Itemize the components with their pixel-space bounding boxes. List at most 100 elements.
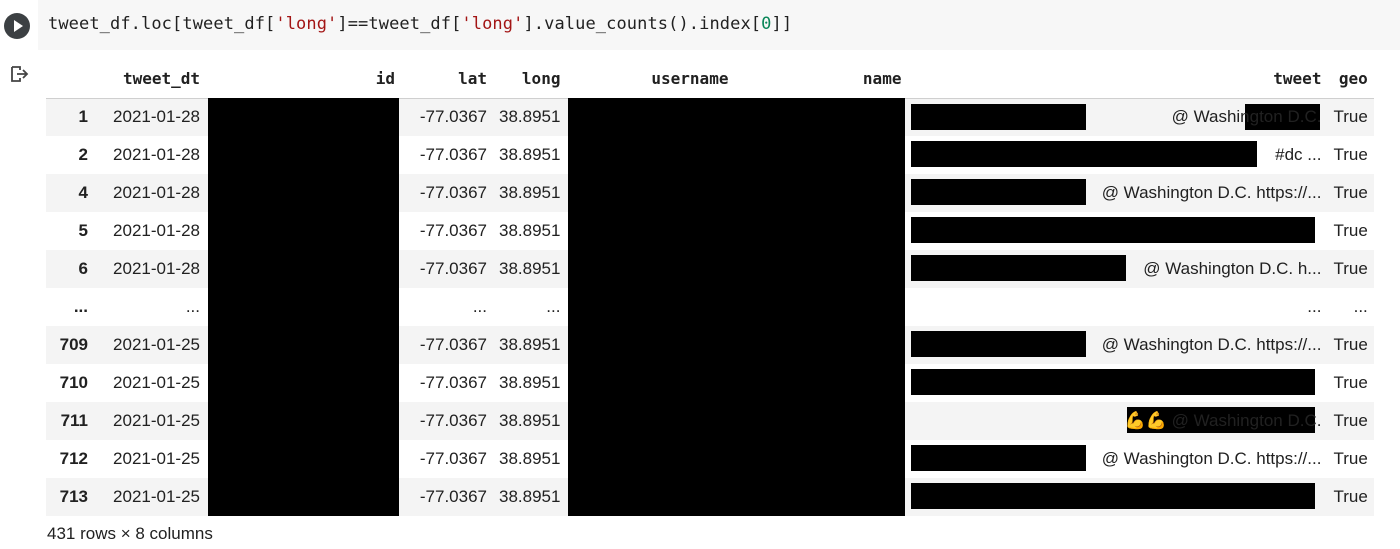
redaction-box [1127,407,1316,433]
tweet-text: #dc ... [1275,145,1322,164]
tweet-dt-cell: 2021-01-25 [94,402,206,440]
tweet-dt-cell: 2021-01-25 [94,364,206,402]
long-cell: 38.8951 [493,364,567,402]
row-index-cell: 711 [46,402,94,440]
redaction-box [911,331,1087,357]
long-cell: ... [493,288,567,326]
tweet-cell: @ Washington D.C. https://... [907,174,1328,212]
long-cell: 38.8951 [493,326,567,364]
tweet-cell: @ Washington D.C. https://... [907,440,1328,478]
row-index-cell: 5 [46,212,94,250]
column-header-geo: geo [1327,60,1374,99]
column-header-username: username [566,60,735,99]
redaction-box [911,255,1127,281]
play-icon [14,20,23,32]
geo-cell: True [1327,136,1374,174]
tweet-text: @ Washington D.C. https://... [1101,183,1322,202]
row-index-cell: 709 [46,326,94,364]
lat-cell: -77.0367 [401,98,493,136]
lat-cell: -77.0367 [401,364,493,402]
tweet-dt-cell: 2021-01-28 [94,250,206,288]
tweet-text: @ Washington D.C. [1171,107,1322,127]
run-cell-button[interactable] [4,13,30,39]
tweet-dt-cell: 2021-01-25 [94,440,206,478]
tweet-cell: @ Washington D.C. h... [907,250,1328,288]
long-cell: 38.8951 [493,402,567,440]
code-token: tweet_df.loc[tweet_df[ [48,14,276,34]
lat-cell: -77.0367 [401,212,493,250]
geo-cell: True [1327,364,1374,402]
redaction-box [911,141,1258,167]
code-token: ].value_counts().index[ [523,14,762,34]
lat-cell: -77.0367 [401,478,493,516]
lat-cell: -77.0367 [401,440,493,478]
code-cell[interactable]: tweet_df.loc[tweet_df['long']==tweet_df[… [0,0,1400,50]
row-index-cell: 4 [46,174,94,212]
tweet-dt-cell: 2021-01-28 [94,212,206,250]
tweet-cell [907,478,1328,516]
redaction-box [911,369,1316,395]
geo-cell: True [1327,174,1374,212]
code-number: 0 [761,14,772,34]
tweet-text: @ Washington D.C. h... [1143,259,1322,278]
username-name-column-redaction [568,98,905,516]
column-header-name: name [734,60,908,99]
column-header-tweet: tweet [907,60,1328,99]
row-index-cell: 2 [46,136,94,174]
long-cell: 38.8951 [493,98,567,136]
long-cell: 38.8951 [493,478,567,516]
column-header-tweet-dt: tweet_dt [94,60,206,99]
redaction-box [1245,103,1321,130]
row-index-cell: 6 [46,250,94,288]
dataframe-shape: 431 rows × 8 columns [47,524,213,543]
row-index-cell: 712 [46,440,94,478]
table-header-row: tweet_dt id lat long username name tweet… [46,60,1374,99]
tweet-cell [907,364,1328,402]
code-string: 'long' [275,14,338,34]
geo-cell: True [1327,478,1374,516]
tweet-dt-cell: 2021-01-25 [94,478,206,516]
column-header-index [46,60,94,99]
tweet-cell: #dc ... [907,136,1328,174]
redaction-box [911,445,1087,471]
lat-cell: -77.0367 [401,136,493,174]
tweet-cell: @ Washington D.C. https://... [907,326,1328,364]
lat-cell: -77.0367 [401,250,493,288]
code-editor[interactable]: tweet_df.loc[tweet_df['long']==tweet_df[… [38,0,1400,50]
code-token: ]==tweet_df[ [337,14,462,34]
tweet-dt-cell: 2021-01-28 [94,136,206,174]
tweet-text: @ Washington D.C. https://... [1101,335,1322,354]
code-token: ]] [771,14,793,34]
geo-cell: True [1327,212,1374,250]
tweet-cell: 💪💪 @ Washington D.C. [907,402,1328,440]
tweet-cell [907,212,1328,250]
code-string: 'long' [461,14,524,34]
long-cell: 38.8951 [493,136,567,174]
redaction-box [911,103,1087,130]
code-line: tweet_df.loc[tweet_df['long']==tweet_df[… [48,14,792,34]
output-arrow-icon[interactable] [9,64,29,84]
column-header-lat: lat [401,60,493,99]
tweet-text: @ Washington D.C. https://... [1101,449,1322,468]
row-index-cell: 710 [46,364,94,402]
tweet-dt-cell: 2021-01-25 [94,326,206,364]
redaction-box [911,483,1316,509]
long-cell: 38.8951 [493,212,567,250]
id-column-redaction [208,98,399,516]
tweet-cell: ... [907,288,1328,326]
long-cell: 38.8951 [493,250,567,288]
lat-cell: -77.0367 [401,402,493,440]
lat-cell: -77.0367 [401,174,493,212]
geo-cell: True [1327,98,1374,136]
tweet-text: ... [1307,297,1322,316]
redaction-box [911,179,1087,205]
redaction-box [911,217,1316,243]
tweet-dt-cell: 2021-01-28 [94,174,206,212]
long-cell: 38.8951 [493,440,567,478]
tweet-dt-cell: ... [94,288,206,326]
lat-cell: ... [401,288,493,326]
geo-cell: True [1327,250,1374,288]
geo-cell: True [1327,440,1374,478]
row-index-cell: 713 [46,478,94,516]
geo-cell: ... [1327,288,1374,326]
